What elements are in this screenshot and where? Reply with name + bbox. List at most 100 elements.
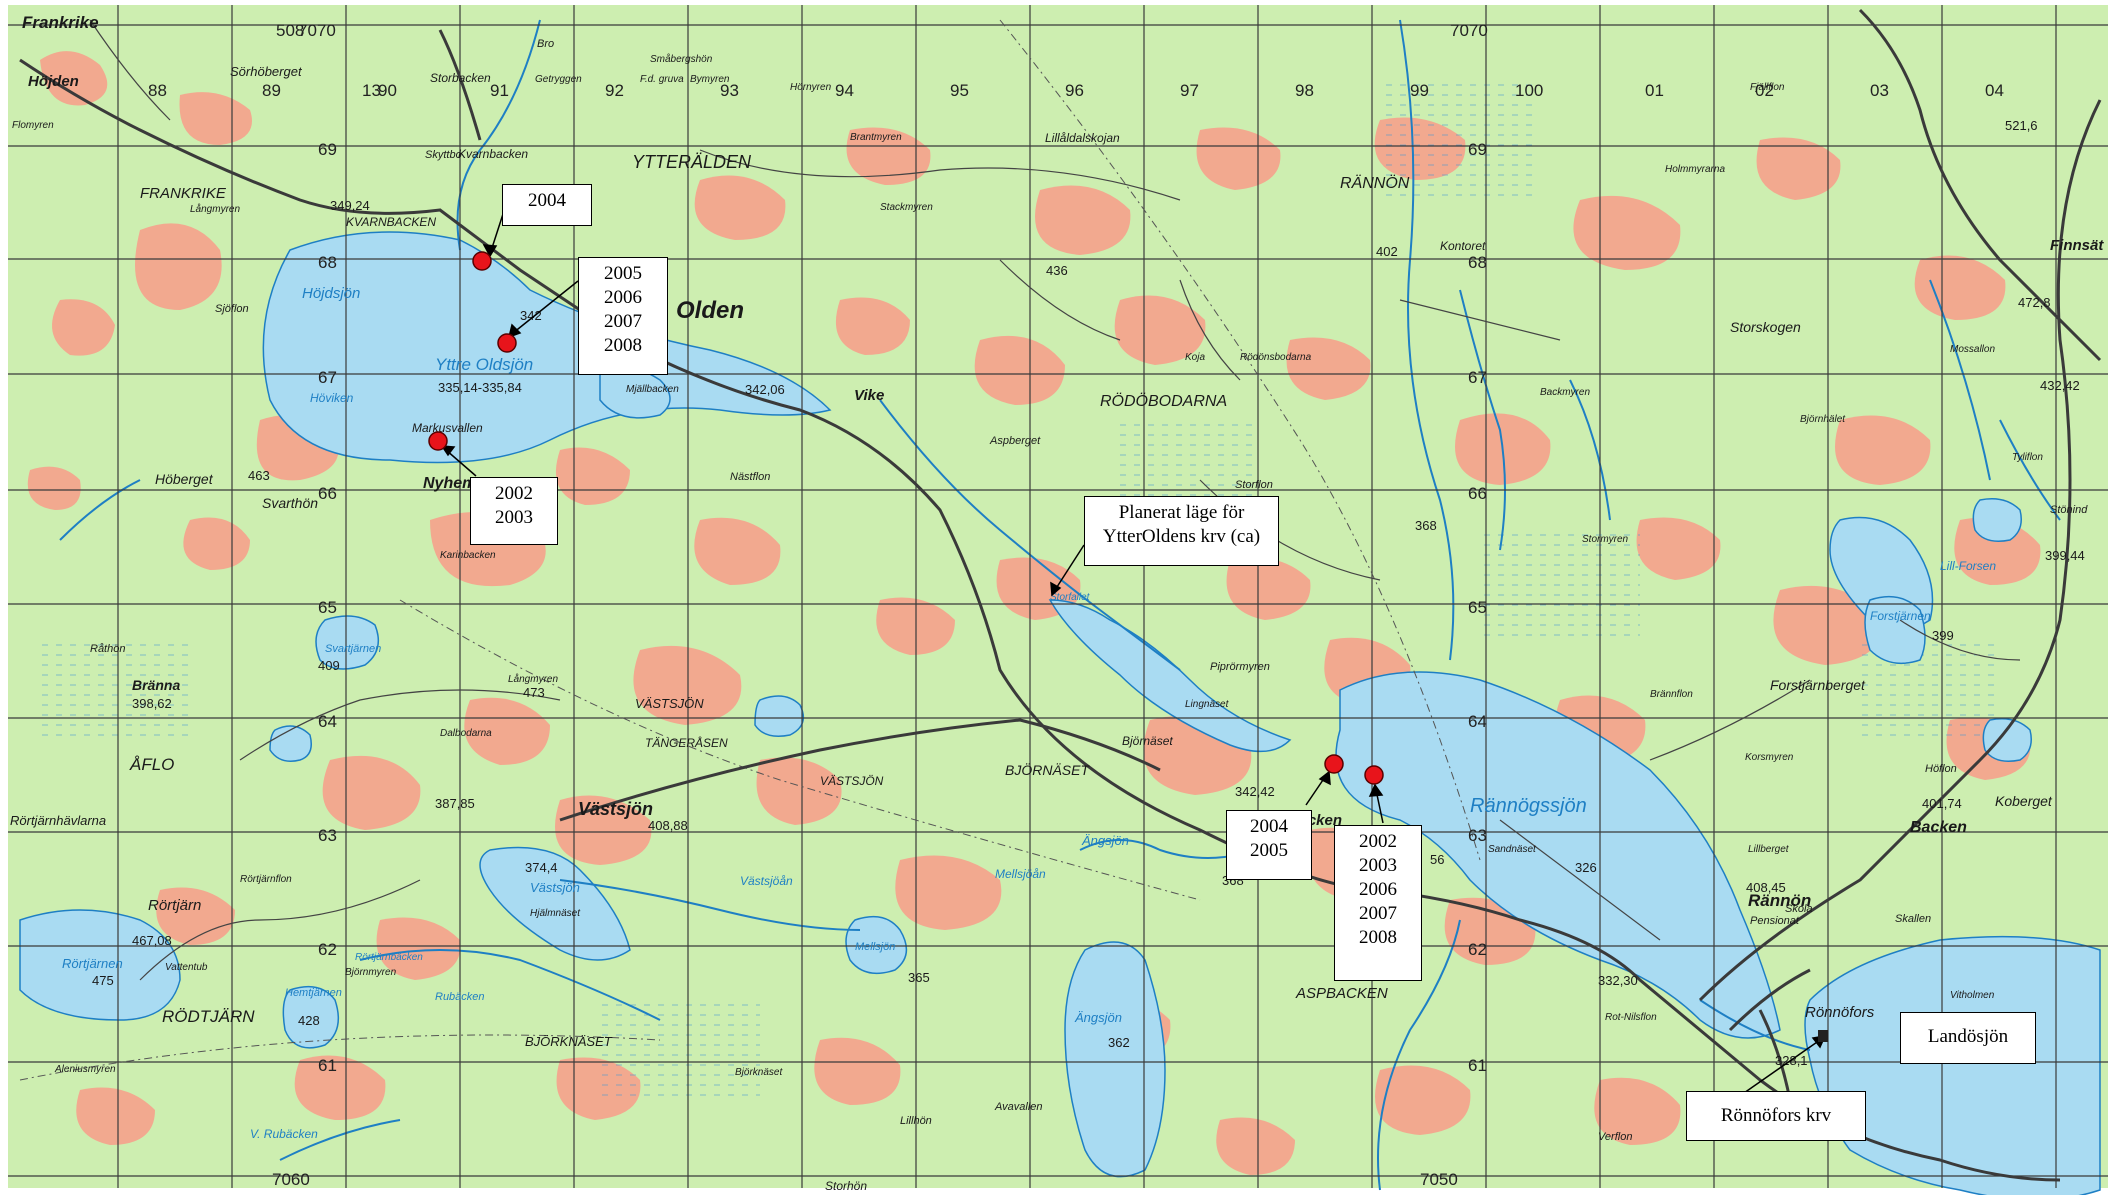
grid-label-left-7: 62 — [318, 940, 337, 959]
callout-2002-2008-line-2: 2006 — [1359, 879, 1397, 900]
landosjon-lake — [1804, 935, 2101, 1195]
minor-roads — [89, 19, 2021, 981]
label-angsjon: Ängsjön — [1074, 1010, 1122, 1025]
elevation-16: 387,85 — [435, 796, 475, 811]
grid-label-mid-8: 61 — [1468, 1056, 1487, 1075]
label-aspbacken-caps: ASPBACKEN — [1295, 985, 1388, 1002]
label-mjallbacken: Mjällbacken — [626, 384, 679, 395]
grid-label-left-5: 64 — [318, 712, 337, 731]
callout-landosjon: Landösjön — [1900, 1012, 2036, 1064]
label-rannon: Rännön — [1748, 891, 1811, 910]
storfallet-pools — [1048, 599, 1292, 753]
grid-label-left-6: 63 — [318, 826, 337, 845]
callout-2002-2008-line-0: 2002 — [1359, 831, 1397, 852]
label-markusvallen: Markusvallen — [412, 421, 483, 435]
elevation-31: 56 — [1430, 852, 1444, 867]
label-vastsjon-village: Västsjön — [578, 799, 653, 819]
label-lillhon: Lillhön — [900, 1115, 932, 1127]
label-rannogssjon: Rännögssjön — [1470, 795, 1587, 817]
label-rodtjarn: RÖDTJÄRN — [162, 1007, 255, 1026]
label-storfallet: Storfallet — [1050, 592, 1091, 603]
callout-2002-2008: 2002 2003 2006 2007 2008 — [1334, 825, 1422, 981]
grid-label-top-6: 93 — [720, 81, 739, 100]
grid-label-mid-0: 69 — [1468, 140, 1487, 159]
label-yttre-oldsjon: Yttre Oldsjön — [435, 355, 533, 374]
label-vastsjon-caps: VÄSTSJÖN — [635, 696, 704, 711]
hemtjarnen-lake — [282, 985, 340, 1049]
elevation-20: 374,4 — [525, 860, 558, 875]
grid-label-left-0: 69 — [318, 140, 337, 159]
label-kvarnbacken-caps: KVARNBACKEN — [346, 215, 436, 229]
label-korsmyren: Korsmyren — [1745, 752, 1794, 763]
label-ronnofors: Rönnöfors — [1805, 1004, 1875, 1021]
label-langmyren-south: Långmyren — [508, 673, 558, 685]
label-branna: Bränna — [132, 677, 180, 693]
label-backmyren: Backmyren — [1540, 387, 1590, 398]
dam-symbol — [1818, 1030, 1828, 1042]
label-bjornaset: Björnäset — [1122, 734, 1173, 748]
label-hornyren: Hörnyren — [790, 82, 832, 93]
grid-label-top-1: 88 — [148, 81, 167, 100]
elevation-15: 473 — [523, 685, 545, 700]
label-rortjarnbacken: Rörtjärnbäcken — [355, 952, 423, 963]
label-storbacken: Storbacken — [430, 71, 491, 85]
measurement-markers — [428, 251, 1384, 785]
label-hjalmnaset: Hjälmnäset — [530, 908, 581, 919]
elevation-5: 402 — [1376, 244, 1398, 259]
label-angsjon-stream: Ängsjön — [1081, 833, 1129, 848]
elevation-4: 436 — [1046, 263, 1068, 278]
callout-2004-2005-line-1: 2005 — [1250, 840, 1288, 861]
label-forstjarnberget: Forstjärnberget — [1770, 677, 1866, 693]
callout-planned-location: Planerat läge för YtterOldens krv (ca) — [1084, 496, 1279, 566]
elevation-8: 432,42 — [2040, 378, 2080, 393]
elevation-21: 326 — [1575, 860, 1597, 875]
grid-label-top-18: 7070 — [1450, 21, 1488, 40]
callout-2005-2008-line-1: 2006 — [604, 287, 642, 308]
callout-2005-2008: 2005 2006 2007 2008 — [578, 257, 668, 375]
label-stackmyren: Stackmyren — [880, 202, 933, 213]
grid-label-top-17: 04 — [1985, 81, 2004, 100]
label-vastsjoan: Västsjöån — [740, 874, 793, 888]
callout-2004-2005: 2004 2005 — [1226, 810, 1312, 880]
elevation-11: 399,44 — [2045, 548, 2085, 563]
label-vattentub: Vattentub — [165, 962, 208, 973]
elevation-24: 467,08 — [132, 933, 172, 948]
label-sandnaset: Sandnäset — [1488, 844, 1537, 855]
label-svartjarnen: Svartjärnen — [325, 643, 381, 655]
grid-label-top-12: 99 — [1410, 81, 1429, 100]
label-kvarnbacken: Kvarnbacken — [458, 147, 528, 161]
label-langmyren-north: Långmyren — [190, 203, 240, 215]
grid-label-mid-1: 68 — [1468, 253, 1487, 272]
forstjarnen-lake — [1864, 595, 1926, 665]
label-hemtjarnen: Hemtjärnen — [285, 987, 342, 999]
grid-numbers-top: 7070 88 89 90 91 92 93 94 95 96 97 98 99… — [148, 21, 2004, 100]
grid-label-top-4: 91 — [490, 81, 509, 100]
label-hojdsjon: Höjdsjön — [302, 285, 360, 302]
label-tangerasen: TÄNGERÅSEN — [645, 735, 728, 750]
label-lill-forsen: Lill-Forsen — [1940, 559, 1996, 573]
callout-planned-line-0: Planerat läge för — [1118, 502, 1245, 523]
map-grid — [8, 5, 2108, 1188]
elevation-3: 342,06 — [745, 382, 785, 397]
label-hojden: Höjden — [28, 73, 79, 90]
vastsjon-lake — [479, 846, 631, 961]
label-lillaldalskojan: Lillåldalskojan — [1045, 131, 1120, 145]
label-bjornhalet: Björnhälet — [1800, 414, 1846, 425]
elevation-2: 335,14-335,84 — [438, 380, 522, 395]
grid-numbers-left: 69 68 67 66 65 64 63 62 61 7060 — [272, 140, 337, 1189]
rivers — [59, 19, 2061, 1191]
label-dalbodarna: Dalbodarna — [440, 728, 492, 739]
elevation-27: 365 — [908, 970, 930, 985]
grid-label-mid-3: 66 — [1468, 484, 1487, 503]
label-bymyren: Bymyren — [690, 74, 730, 85]
label-sjoflon: Sjöflon — [215, 303, 249, 315]
label-rot-nilsflon: Rot-Nilsflon — [1605, 1012, 1657, 1023]
label-koja: Koja — [1185, 352, 1205, 363]
label-aleniusmyren: Aleniusmyren — [54, 1064, 116, 1075]
callout-2002-2003: 2002 2003 — [470, 477, 558, 545]
label-hoviken: Höviken — [310, 391, 354, 405]
label-storflon: Storflon — [1235, 479, 1273, 491]
grid-label-top-10: 97 — [1180, 81, 1199, 100]
callout-landosjon-line-0: Landösjön — [1927, 1026, 2009, 1047]
